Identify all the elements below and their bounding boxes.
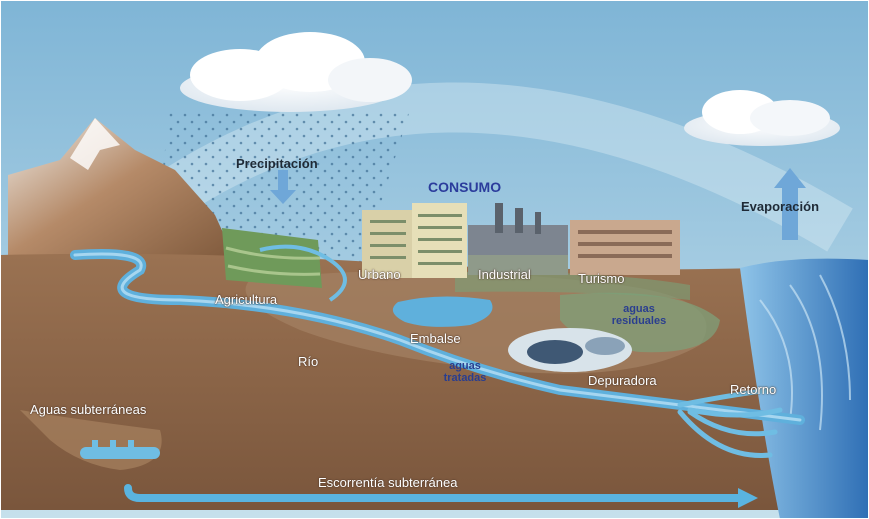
runoff-arrow [124, 484, 758, 508]
label-industrial: Industrial [478, 267, 531, 282]
label-consumo: CONSUMO [428, 179, 502, 195]
urban-buildings [362, 203, 467, 278]
label-escorrentia: Escorrentía subterránea [318, 475, 458, 490]
precipitation-arrow [270, 170, 296, 204]
industrial-plant [468, 203, 568, 275]
cloud-left [180, 32, 412, 112]
label-agricultura: Agricultura [215, 292, 278, 307]
groundwater-pool [20, 410, 162, 470]
label-aguas-tratadas: aguas tratadas [443, 360, 487, 384]
label-urbano: Urbano [358, 267, 401, 282]
river-highlight [73, 252, 802, 422]
label-embalse: Embalse [410, 331, 461, 346]
agriculture-field [222, 228, 322, 288]
delta-streams [677, 387, 783, 458]
consumption-band [455, 271, 690, 300]
upper-stream [259, 244, 347, 302]
reservoir [392, 296, 493, 327]
cloud-right [684, 90, 840, 146]
label-turismo: Turismo [578, 271, 625, 286]
treatment-plant-image [508, 328, 632, 372]
label-depuradora: Depuradora [588, 373, 657, 388]
label-retorno: Retorno [730, 382, 777, 397]
label-rio: Río [298, 354, 319, 369]
evaporation-arrow [774, 168, 806, 240]
label-aguas-residuales: aguas residuales [611, 303, 667, 327]
label-evaporacion: Evaporación [741, 199, 820, 214]
label-aguas-subterraneas: Aguas subterráneas [30, 402, 147, 417]
label-precipitacion: Precipitación [236, 156, 318, 171]
mountain [8, 118, 240, 270]
tourism-building [570, 220, 680, 275]
sea [740, 258, 869, 519]
